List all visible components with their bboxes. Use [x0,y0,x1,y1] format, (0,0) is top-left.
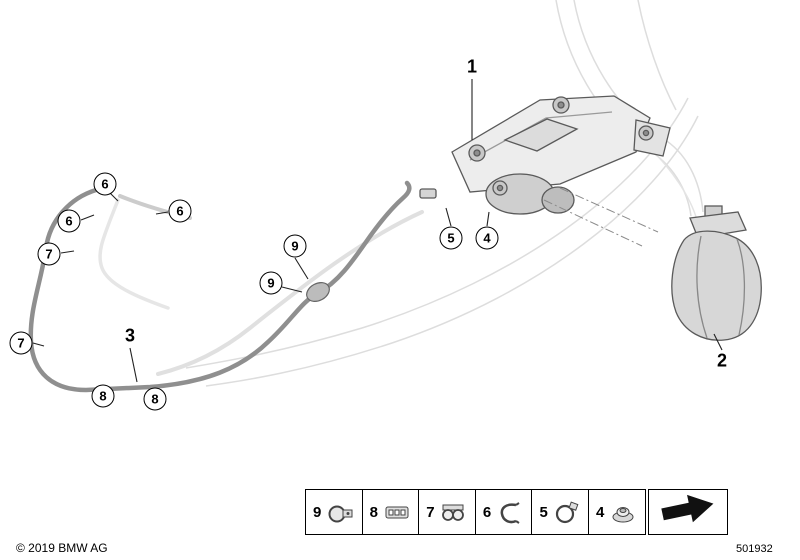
line-holder-icon [378,497,416,527]
double-line-clip-icon [435,497,473,527]
legend-item-9[interactable]: 9 [305,489,363,535]
callout-1[interactable]: 1 [466,56,478,77]
hose-connector-art [306,282,330,302]
callout-circle-5[interactable]: 5 [439,226,463,250]
callout-circle-4[interactable]: 4 [475,226,499,250]
spring-clip-icon [491,497,529,527]
legend-direction-cell [648,489,729,535]
legend-item-8[interactable]: 8 [361,489,420,535]
callout-circle-6[interactable]: 6 [93,172,117,196]
callout-3[interactable]: 3 [124,325,136,346]
legend-item-6[interactable]: 6 [474,489,533,535]
direction-arrow-icon [658,490,718,535]
legend-item-4[interactable]: 4 [588,489,647,535]
parts-legend: 9 8 7 [305,489,729,535]
callout-circle-9[interactable]: 9 [259,271,283,295]
pressure-accumulator-art [671,205,762,341]
copyright-text: © 2019 BMW AG [16,541,108,555]
callout-circle-7[interactable]: 7 [37,242,61,266]
pressure-hose-art [28,180,412,393]
callout-circle-7[interactable]: 7 [9,331,33,355]
leader-lines-art [32,79,723,383]
dome-nut-icon [604,497,642,527]
callout-circle-6[interactable]: 6 [57,209,81,233]
centerline-art [543,187,659,247]
callout-circle-9[interactable]: 9 [283,234,307,258]
callout-2[interactable]: 2 [716,350,728,371]
car-body-outline-art [185,0,704,387]
callout-circle-6[interactable]: 6 [168,199,192,223]
hose-clamp-icon [548,497,586,527]
callout-circle-8[interactable]: 8 [143,387,167,411]
callout-circle-8[interactable]: 8 [91,384,115,408]
pipe-clamp-icon [321,497,359,527]
legend-item-5[interactable]: 5 [531,489,590,535]
air-supply-unit-art [419,95,671,215]
legend-item-7[interactable]: 7 [418,489,477,535]
diagram-id: 501932 [736,543,773,555]
